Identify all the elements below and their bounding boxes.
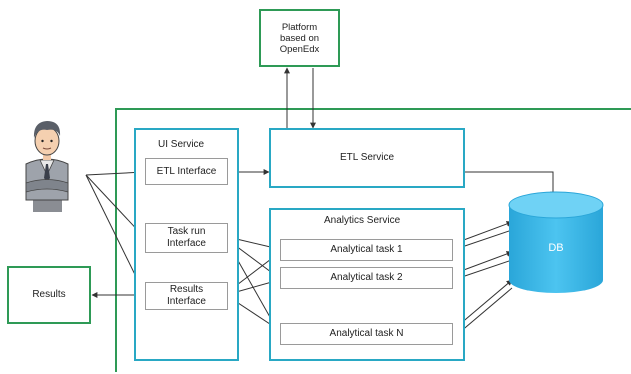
results-box: Results (7, 266, 91, 324)
taskrun-interface-label: Task run Interface (167, 226, 206, 249)
analytical-task-2-label: Analytical task 2 (330, 272, 403, 283)
edge-etlservice-to-db (464, 171, 556, 198)
analytical-task-1-label: Analytical task 1 (330, 244, 403, 255)
results-label: Results (32, 289, 66, 300)
etl-interface-label: ETL Interface (156, 165, 217, 177)
etl-interface-box: ETL Interface (145, 158, 228, 185)
user-person-icon (25, 121, 69, 212)
platform-label: Platform based on OpenEdx (279, 21, 320, 55)
etl-service-label: ETL Service (339, 152, 395, 163)
etl-service-box: ETL Service (269, 128, 465, 188)
analytical-task-1: Analytical task 1 (280, 239, 453, 261)
results-interface-box: Results Interface (145, 282, 228, 310)
platform-box: Platform based on OpenEdx (259, 9, 340, 67)
analytics-service-title: Analytics Service (324, 215, 401, 226)
analytical-task-n: Analytical task N (280, 323, 453, 345)
db-cylinder: DB (508, 191, 604, 293)
analytical-task-2: Analytical task 2 (280, 267, 453, 289)
taskrun-interface-box: Task run Interface (145, 223, 228, 253)
ui-service-title: UI Service (158, 139, 205, 150)
analytical-task-n-label: Analytical task N (329, 328, 404, 339)
platform-frame (115, 108, 631, 372)
db-label: DB (548, 242, 563, 254)
results-interface-label: Results Interface (167, 284, 206, 307)
